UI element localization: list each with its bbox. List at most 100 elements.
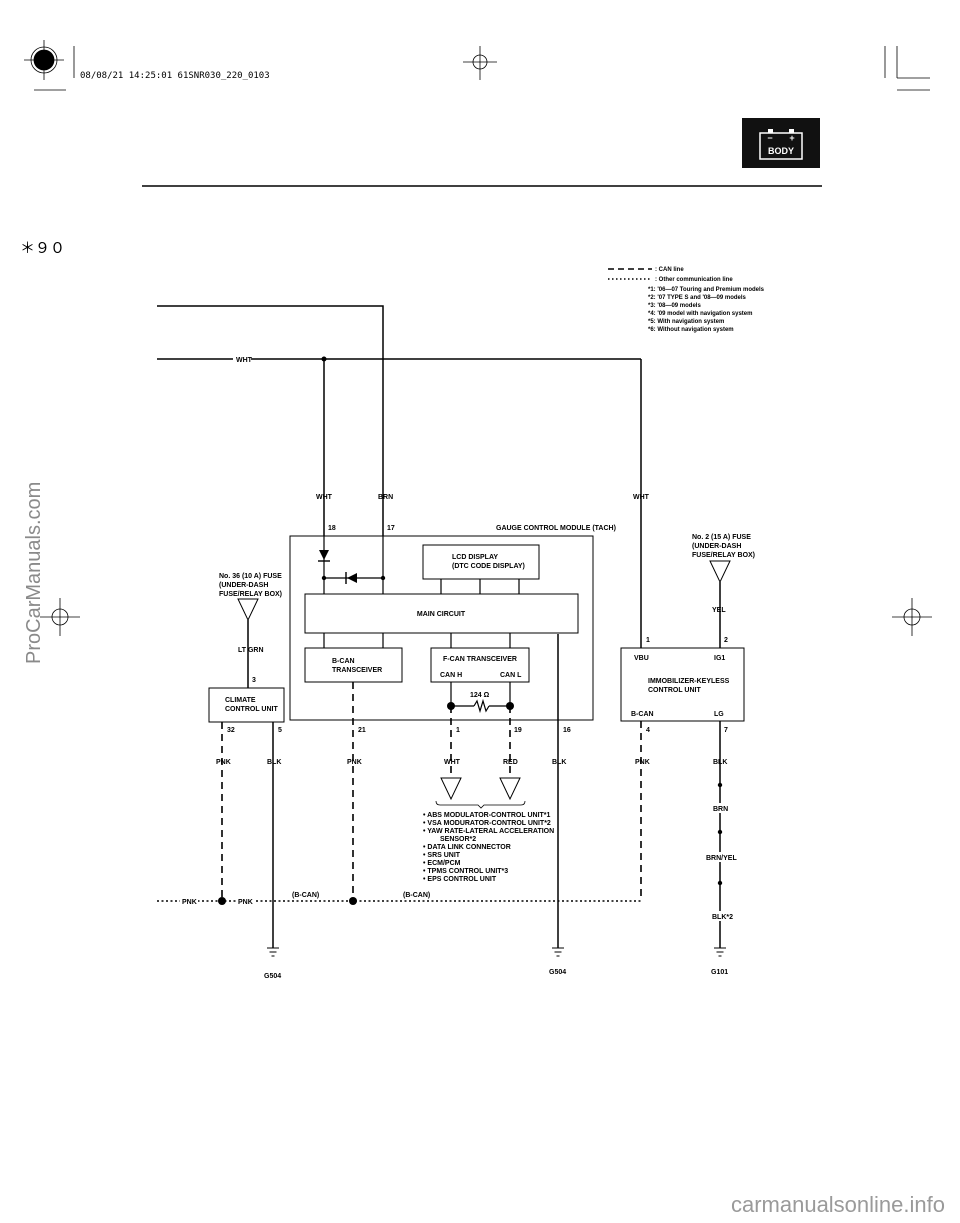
climate-pin-5: 5: [278, 727, 282, 734]
connector-icon: [440, 777, 462, 801]
lcd-display-block: [422, 544, 540, 580]
gauge-pin-21: 21: [358, 727, 366, 734]
wht-top-label: WHT: [236, 357, 253, 364]
legend-note-4: *4: '09 model with navigation system: [648, 311, 752, 317]
gauge-pin-16: 16: [563, 727, 571, 734]
pnk-climate-label: PNK: [216, 759, 231, 766]
bus-junctions: [218, 897, 357, 905]
pnk-bus-mid-label: PNK: [238, 899, 253, 906]
red-can-label: RED: [503, 759, 518, 766]
bcan-bus-label-1: (B-CAN): [292, 892, 319, 899]
pnk-immob-label: PNK: [635, 759, 650, 766]
blk2-chain-label: BLK*2: [712, 914, 733, 921]
resistor-label: 124 Ω: [470, 692, 490, 699]
wire-labels: WHT WHT BRN WHT PNK BLK PNK WHT RED BLK …: [180, 354, 737, 921]
immob-pin-7: 7: [724, 727, 728, 734]
immob-pin-4: 4: [646, 727, 650, 734]
fuse-36-sublabel-2: FUSE/RELAY BOX): [219, 591, 282, 598]
immob-bcan-label: B-CAN: [631, 711, 654, 718]
fuse-icon: [709, 560, 731, 584]
ig1-label: IG1: [714, 655, 725, 662]
fuse-36-label: No. 36 (10 A) FUSE: [219, 573, 282, 580]
device-item: • YAW RATE-LATERAL ACCELERATION: [423, 828, 554, 835]
splice-dots: [321, 356, 723, 886]
lt-grn-wire-label: LT GRN: [238, 647, 264, 654]
bcan-transceiver-sublabel: TRANSCEIVER: [332, 667, 382, 674]
bcan-transceiver-label: B-CAN: [332, 658, 355, 665]
device-item: • DATA LINK CONNECTOR: [423, 844, 511, 851]
ground-g101: G101: [711, 969, 728, 976]
immob-pin-1: 1: [646, 637, 650, 644]
ground-g504-right: G504: [549, 969, 566, 976]
lcd-display-label: LCD DISPLAY: [452, 554, 498, 561]
grounds: [267, 947, 726, 957]
gauge-title: GAUGE CONTROL MODULE (TACH): [496, 525, 616, 532]
gauge-pin-19: 19: [514, 727, 522, 734]
diode-icon: [347, 573, 357, 583]
legend-can-line: : CAN line: [655, 267, 684, 273]
can-h-label: CAN H: [440, 672, 462, 679]
can-lines: [157, 682, 642, 902]
bcan-transceiver-block: [304, 647, 403, 683]
device-item: • SRS UNIT: [423, 852, 461, 859]
watermark-bottom: carmanualsonline.info: [731, 1192, 945, 1217]
brn-gauge-label: BRN: [378, 494, 393, 501]
wht-can-label: WHT: [444, 759, 461, 766]
wht-right-label: WHT: [633, 494, 650, 501]
fuse-2-sublabel: (UNDER-DASH: [692, 543, 741, 550]
immob-pin-2: 2: [724, 637, 728, 644]
blk-climate-label: BLK: [267, 759, 281, 766]
climate-name-2: CONTROL UNIT: [225, 706, 278, 713]
timestamp-stamp: 08/08/21 14:25:01 61SNR030_220_0103: [80, 71, 270, 81]
blk-gauge-label: BLK: [552, 759, 566, 766]
lcd-display-sublabel: (DTC CODE DISPLAY): [452, 563, 525, 570]
fuse-36-sublabel: (UNDER-DASH: [219, 582, 268, 589]
fcan-transceiver-label: F-CAN TRANSCEIVER: [443, 656, 517, 663]
fcan-transceiver-block: [430, 647, 530, 683]
main-circuit-label: MAIN CIRCUIT: [417, 611, 466, 618]
connector-icon: [499, 777, 521, 801]
legend-note-3: *3: '08—09 models: [648, 303, 701, 309]
device-item: • VSA MODURATOR-CONTROL UNIT*2: [423, 820, 551, 827]
diode-icon: [319, 550, 329, 560]
legend-note-2: *2: '07 TYPE S and '08—09 models: [648, 295, 747, 301]
legend: : CAN line : Other communication line *1…: [608, 267, 765, 333]
climate-name: CLIMATE: [225, 697, 256, 704]
legend-note-5: *5: With navigation system: [648, 319, 724, 325]
gauge-pin-1: 1: [456, 727, 460, 734]
climate-pin-3: 3: [252, 677, 256, 684]
device-item: • EPS CONTROL UNIT: [423, 876, 497, 883]
gauge-pin-17: 17: [387, 525, 395, 532]
wht-gauge-label: WHT: [316, 494, 333, 501]
ground-icon: [714, 947, 726, 957]
ground-icon: [267, 947, 279, 957]
pnk-gauge-label: PNK: [347, 759, 362, 766]
can-l-label: CAN L: [500, 672, 522, 679]
gauge-control-module: GAUGE CONTROL MODULE (TACH) 18 17: [289, 525, 616, 734]
device-item: • ABS MODULATOR-CONTROL UNIT*1: [423, 812, 551, 819]
bcan-bus-label-2: (B-CAN): [403, 892, 430, 899]
climate-pin-32: 32: [227, 727, 235, 734]
body-badge: − + BODY: [742, 118, 820, 168]
device-item: • ECM/PCM: [423, 860, 461, 867]
fuse-2-sublabel-2: FUSE/RELAY BOX): [692, 552, 755, 559]
yel-wire-label: YEL: [712, 607, 726, 614]
page-mark: ＊９０: [20, 240, 65, 257]
battery-minus-icon: −: [767, 133, 772, 143]
immobilizer-unit: No. 2 (15 A) FUSE (UNDER-DASH FUSE/RELAY…: [620, 534, 755, 734]
vbu-label: VBU: [634, 655, 649, 662]
brn-yel-chain-label: BRN/YEL: [706, 855, 737, 862]
climate-control-unit: No. 36 (10 A) FUSE (UNDER-DASH FUSE/RELA…: [208, 573, 285, 734]
pnk-bus-left-label: PNK: [182, 899, 197, 906]
badge-text: BODY: [768, 146, 794, 156]
fuse-icon: [237, 598, 259, 622]
fuse-2-label: No. 2 (15 A) FUSE: [692, 534, 751, 541]
brn-chain-label: BRN: [713, 806, 728, 813]
main-circuit-block: [304, 593, 579, 634]
device-bracket: [435, 800, 526, 809]
ground-g504-left: G504: [264, 973, 281, 980]
device-item: SENSOR*2: [440, 836, 476, 843]
immob-name-2: CONTROL UNIT: [648, 687, 701, 694]
crop-marks: [24, 40, 932, 636]
